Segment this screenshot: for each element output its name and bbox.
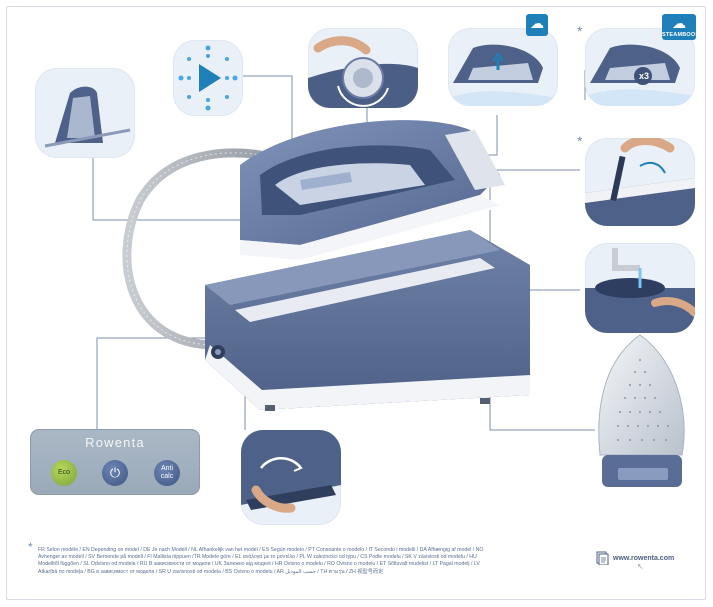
eco-button-label: Eco <box>57 469 71 476</box>
manual-document-icon <box>596 551 609 565</box>
panel-steam-boost <box>585 28 695 106</box>
steam-boost-badge: ☁ STEAMBOOST <box>662 14 703 40</box>
steam-cloud-icon: ☁ <box>530 15 544 31</box>
pointer-cursor-icon: ↖ <box>637 562 644 571</box>
ready-light-icon <box>199 64 221 92</box>
anticalc-button-label: Anti calc <box>160 465 174 480</box>
asterisk-boost: * <box>577 23 583 39</box>
power-icon: ⏻ <box>109 465 121 480</box>
eco-button[interactable]: Eco <box>51 460 77 486</box>
anticalc-button[interactable]: Anti calc <box>154 460 180 486</box>
model-disclaimer: * FR Selon modèle / EN Depending on mode… <box>28 541 488 576</box>
power-button[interactable]: ⏻ <box>102 460 128 486</box>
panel-iron-rest <box>35 68 135 158</box>
panel-steam-trigger <box>448 28 558 106</box>
steam-icon-badge: ☁ <box>526 14 548 36</box>
steam-boost-cloud-icon: ☁ <box>672 15 686 31</box>
footer-asterisk: * <box>28 540 33 554</box>
boost-multiplier-badge: x3 <box>638 71 649 81</box>
panel-lock-handle <box>585 138 695 226</box>
asterisk-lock: * <box>577 133 583 149</box>
page-border <box>6 6 706 600</box>
steam-boost-label: STEAMBOOST <box>662 32 703 38</box>
soleplate <box>598 334 685 456</box>
soleplate-holes <box>617 359 669 441</box>
website-block: www.rowenta.com ↖ <box>595 551 675 571</box>
brand-logo: Rowenta <box>85 435 145 450</box>
panel-water-tank <box>585 243 695 333</box>
control-panel: Rowenta Eco ⏻ Anti calc <box>30 429 200 495</box>
model-disclaimer-text: FR Selon modèle / EN Depending on model … <box>38 547 484 575</box>
website-link[interactable]: www.rowenta.com <box>613 554 675 562</box>
panel-ready-light <box>173 40 243 116</box>
panel-temperature-dial <box>308 28 418 108</box>
panel-anticalc-collector <box>241 430 341 525</box>
